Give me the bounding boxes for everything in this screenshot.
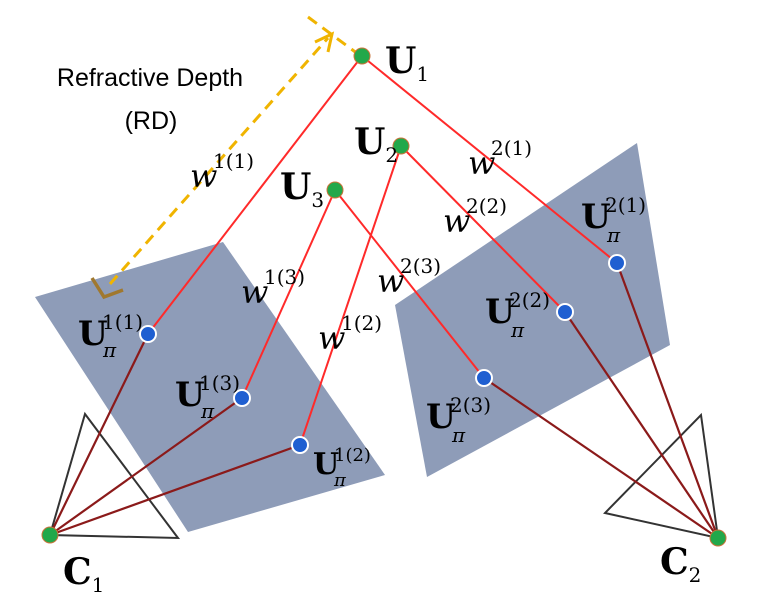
rd-arrow-shaft xyxy=(108,37,330,285)
svg-text:2(3): 2(3) xyxy=(450,393,491,417)
ray-c1-u1-near xyxy=(49,333,149,536)
rd-arrow-head-bottom xyxy=(90,277,124,300)
svg-text:1(1): 1(1) xyxy=(213,149,254,173)
svg-text:w: w xyxy=(318,319,345,357)
camera-2-frustum xyxy=(603,412,720,540)
label-upi-1-3: U 1(3) π xyxy=(175,371,240,423)
label-w-1-2: w 1(2) xyxy=(318,311,382,357)
label-upi-2-2: U 2(2) π xyxy=(485,288,550,342)
svg-text:2(2): 2(2) xyxy=(509,288,550,312)
ray-c1-u2-far xyxy=(299,145,402,446)
svg-text:U: U xyxy=(175,375,205,415)
label-c2: C2 xyxy=(660,541,701,587)
ray-c1-u2-near xyxy=(49,443,301,537)
image-plane-left xyxy=(35,242,385,532)
projected-point-2-1 xyxy=(608,254,626,272)
label-w-2-2: w 2(2) xyxy=(443,194,507,240)
svg-text:π: π xyxy=(451,423,466,447)
svg-text:π: π xyxy=(606,223,621,247)
label-upi-2-1: U 2(1) π xyxy=(581,193,646,247)
svg-text:1(3): 1(3) xyxy=(264,265,305,289)
svg-text:w: w xyxy=(443,202,470,240)
svg-text:2(3): 2(3) xyxy=(400,254,441,278)
world-point-u2 xyxy=(392,137,410,155)
ray-c2-u2-near xyxy=(564,311,719,539)
svg-text:π: π xyxy=(200,399,215,423)
image-plane-right xyxy=(395,143,670,477)
label-u2: U2 xyxy=(354,121,398,167)
projected-point-2-2 xyxy=(556,303,574,321)
svg-text:U: U xyxy=(485,292,515,332)
ray-c1-u1-far xyxy=(147,55,363,335)
svg-text:U: U xyxy=(313,447,339,482)
svg-text:π: π xyxy=(510,318,525,342)
projected-point-1-1 xyxy=(139,325,157,343)
svg-text:2(1): 2(1) xyxy=(491,136,532,160)
camera-center-c1 xyxy=(41,526,59,544)
projected-point-2-3 xyxy=(475,369,493,387)
svg-text:w: w xyxy=(241,273,268,311)
label-u3: U3 xyxy=(280,166,324,212)
ray-c2-u3-far xyxy=(334,189,485,379)
label-w-1-1: w 1(1) xyxy=(190,149,254,195)
label-upi-1-1: U 1(1) π xyxy=(78,310,143,362)
ray-c2-u1-near xyxy=(615,262,720,539)
svg-text:1(2): 1(2) xyxy=(341,311,382,335)
svg-text:U: U xyxy=(78,314,108,354)
label-u1: U1 xyxy=(385,40,429,86)
rd-annotation-line2: (RD) xyxy=(125,107,178,135)
camera-center-c2 xyxy=(709,529,727,547)
svg-text:w: w xyxy=(190,157,217,195)
ray-c2-u1-far xyxy=(361,55,618,264)
ray-c2-u2-far xyxy=(400,145,566,313)
svg-text:w: w xyxy=(377,262,404,300)
svg-text:π: π xyxy=(333,470,347,491)
rd-arrow-top-tick xyxy=(307,15,359,56)
svg-text:w: w xyxy=(468,144,495,182)
label-upi-2-3: U 2(3) π xyxy=(426,393,491,447)
svg-text:π: π xyxy=(102,338,117,362)
label-upi-1-2: U 1(2) π xyxy=(313,445,371,491)
label-w-1-3: w 1(3) xyxy=(241,265,305,311)
world-point-u3 xyxy=(326,181,344,199)
svg-text:U: U xyxy=(426,397,456,437)
projected-point-1-2 xyxy=(291,436,309,454)
label-w-2-3: w 2(3) xyxy=(377,254,441,300)
rd-annotation-line1: Refractive Depth xyxy=(57,64,243,92)
svg-text:1(2): 1(2) xyxy=(334,445,371,466)
label-c1: C1 xyxy=(63,551,104,597)
rd-arrow-head-top xyxy=(314,31,335,53)
svg-text:2(1): 2(1) xyxy=(605,193,646,217)
svg-text:U: U xyxy=(581,197,611,237)
projected-point-1-3 xyxy=(233,389,251,407)
svg-text:1(3): 1(3) xyxy=(199,371,240,395)
ray-c1-u3-near xyxy=(49,397,243,536)
label-w-2-1: w 2(1) xyxy=(468,136,532,182)
world-point-u1 xyxy=(353,47,371,65)
ray-c2-u3-near xyxy=(483,377,719,539)
ray-c1-u3-far xyxy=(241,189,336,399)
svg-text:2(2): 2(2) xyxy=(466,194,507,218)
svg-text:1(1): 1(1) xyxy=(102,310,143,334)
